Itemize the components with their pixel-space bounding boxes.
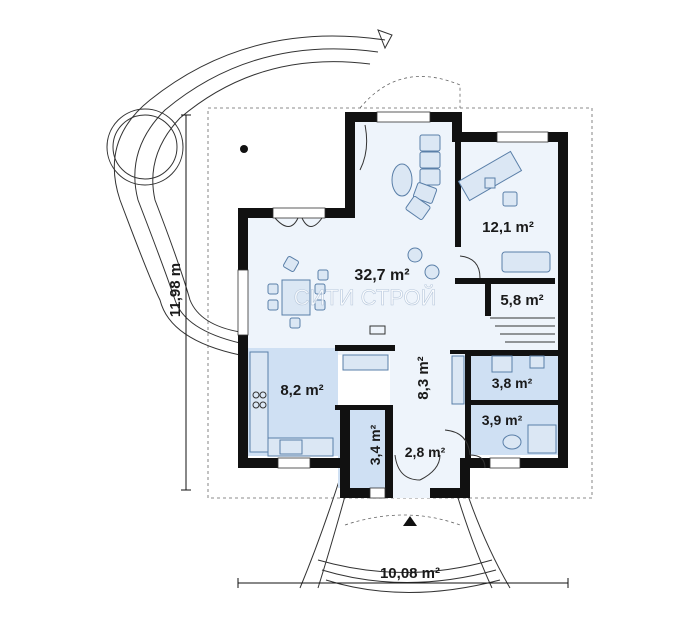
height-dimension-label: 11,98 m: [167, 263, 184, 317]
room-label-office: 12,1 m²: [482, 219, 534, 236]
toilet-icon: [502, 434, 522, 450]
room-label-storage: 3,4 m²: [367, 424, 383, 465]
room-label-bath-upper: 3,8 m²: [492, 375, 533, 391]
watermark: СИТИ СТРОЙ: [294, 285, 437, 310]
furniture: [249, 124, 557, 457]
coffee-table-icon: [391, 163, 413, 197]
room-label-bath-lower: 3,9 m²: [482, 412, 523, 428]
marker-dot-icon: [240, 145, 248, 153]
entrance-arrow-icon: [403, 516, 417, 526]
room-label-living: 32,7 m²: [354, 267, 409, 284]
kitchen-counter-icon: [249, 351, 334, 457]
windows: [237, 111, 549, 499]
room-label-vestibule: 2,8 m²: [405, 444, 446, 460]
doors: [274, 217, 486, 481]
width-dimension: 10,08 m²: [237, 565, 569, 588]
dining-table-icon: [267, 256, 329, 329]
stair-icon: [342, 354, 389, 371]
room-label-hall-small: 5,8 m²: [500, 292, 543, 309]
sofa-icon: [405, 134, 441, 221]
stairs-icon: [490, 317, 555, 343]
height-dimension: 11,98 m: [167, 114, 191, 491]
walls: [238, 112, 568, 498]
width-dimension-label: 10,08 m²: [380, 565, 440, 582]
shower-icon: [527, 424, 557, 454]
desk-icon: [457, 150, 551, 273]
left-terrace: [106, 29, 393, 356]
room-label-corridor: 8,3 m²: [415, 356, 432, 399]
room-label-kitchen: 8,2 m²: [280, 382, 323, 399]
